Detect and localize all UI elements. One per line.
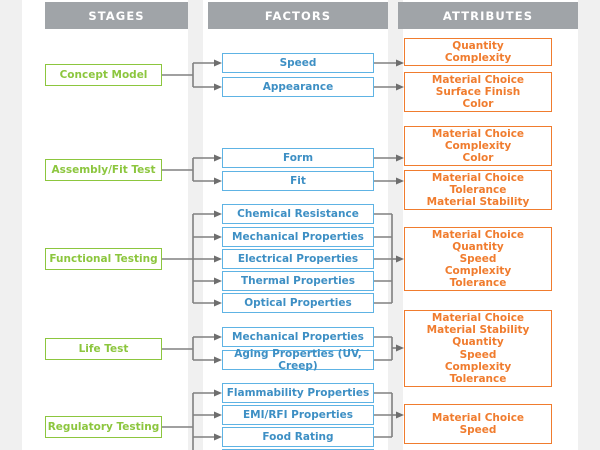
factor-node-speed[interactable]: Speed — [222, 53, 374, 73]
factor-label: Mechanical Properties — [232, 330, 364, 343]
factor-label: Chemical Resistance — [237, 207, 359, 220]
factor-node-mechanical-properties-2[interactable]: Mechanical Properties — [222, 327, 374, 347]
factor-node-emi-rfi-properties[interactable]: EMI/RFI Properties — [222, 405, 374, 425]
factor-label: Speed — [279, 56, 317, 69]
factor-node-electrical-properties[interactable]: Electrical Properties — [222, 249, 374, 269]
factor-node-fit[interactable]: Fit — [222, 171, 374, 191]
stage-node-functional-testing[interactable]: Functional Testing — [45, 248, 162, 270]
stage-node-life-test[interactable]: Life Test — [45, 338, 162, 360]
stage-node-concept-model[interactable]: Concept Model — [45, 64, 162, 86]
factor-label: Aging Properties (UV, Creep) — [234, 347, 362, 372]
column-panel-factors — [203, 0, 388, 450]
stage-node-regulatory-testing[interactable]: Regulatory Testing — [45, 416, 162, 438]
factor-label: Fit — [290, 174, 306, 187]
factor-label: Food Rating — [262, 430, 334, 443]
column-header-stages: STAGES — [45, 2, 188, 29]
stage-label: Concept Model — [59, 68, 148, 81]
factor-label: EMI/RFI Properties — [242, 408, 354, 421]
factor-node-aging-properties[interactable]: Aging Properties (UV, Creep) — [222, 347, 374, 372]
factor-node-food-rating[interactable]: Food Rating — [222, 427, 374, 447]
column-header-attributes: ATTRIBUTES — [398, 2, 578, 29]
factor-label: Thermal Properties — [240, 274, 356, 287]
column-header-attributes-label: ATTRIBUTES — [442, 8, 534, 23]
factor-label: Electrical Properties — [237, 252, 359, 265]
factor-node-thermal-properties[interactable]: Thermal Properties — [222, 271, 374, 291]
factor-node-optical-properties[interactable]: Optical Properties — [222, 293, 374, 313]
stage-node-assembly-fit-test[interactable]: Assembly/Fit Test — [45, 159, 162, 181]
factor-node-mechanical-properties-1[interactable]: Mechanical Properties — [222, 227, 374, 247]
column-header-factors-label: FACTORS — [264, 8, 332, 23]
column-header-factors: FACTORS — [208, 2, 388, 29]
stage-label: Functional Testing — [49, 252, 158, 265]
factor-node-flammability-properties[interactable]: Flammability Properties — [222, 383, 374, 403]
factor-label: Flammability Properties — [226, 386, 370, 399]
factor-node-chemical-resistance[interactable]: Chemical Resistance — [222, 204, 374, 224]
column-header-stages-label: STAGES — [88, 8, 145, 23]
factor-label: Appearance — [262, 80, 334, 93]
stage-label: Life Test — [78, 342, 129, 355]
factor-label: Form — [282, 151, 314, 164]
stage-label: Regulatory Testing — [47, 420, 160, 433]
factor-node-form[interactable]: Form — [222, 148, 374, 168]
factor-label: Mechanical Properties — [232, 230, 364, 243]
factor-node-appearance[interactable]: Appearance — [222, 77, 374, 97]
factor-label: Optical Properties — [244, 296, 352, 309]
stage-label: Assembly/Fit Test — [51, 163, 156, 176]
